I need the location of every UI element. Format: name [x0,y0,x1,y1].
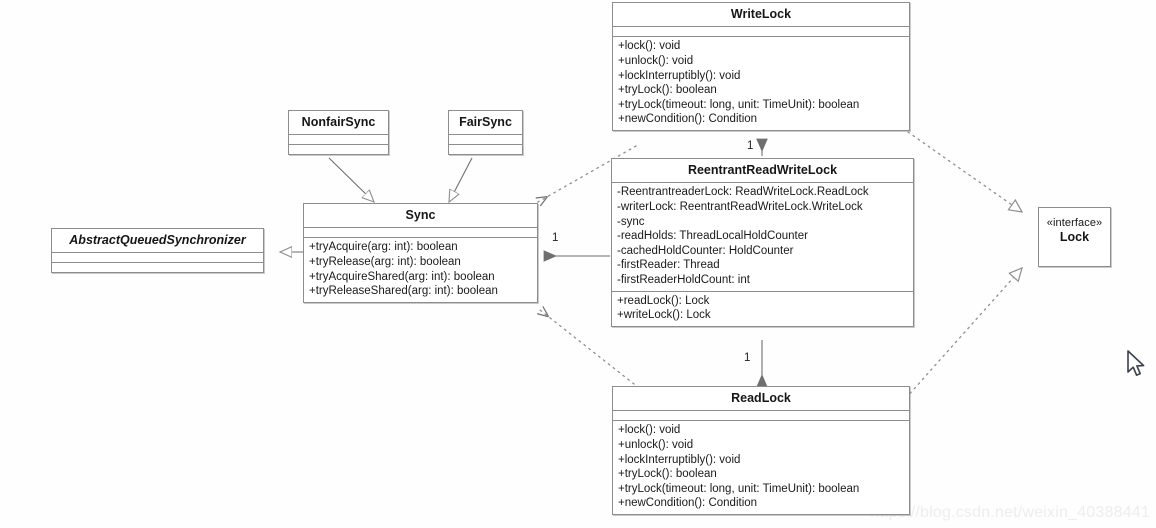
operation-row: +tryReleaseShared(arg: int): boolean [309,285,498,298]
class-attributes-fairsync [449,135,522,146]
class-stereotype-lock: «interface» [1046,217,1103,229]
operation-row: +newCondition(): Condition [618,497,758,510]
class-name-writelock: WriteLock [613,3,909,28]
class-operations-readlock: +lock(): void +unlock(): void +lockInter… [613,421,909,514]
class-name-abstractqueuedsynchronizer: AbstractQueuedSynchronizer [52,229,263,254]
class-box-readlock[interactable]: ReadLock +lock(): void +unlock(): void +… [612,386,910,515]
class-attributes-nonfairsync [289,135,388,146]
edge-label-rrwl-to-writelock: 1 [747,140,754,152]
attribute-row: -firstReader: Thread [617,259,720,272]
class-box-nonfairsync[interactable]: NonfairSync [288,110,389,156]
class-box-fairsync[interactable]: FairSync [448,110,523,156]
operation-row: +tryLock(timeout: long, unit: TimeUnit):… [618,482,860,495]
edge-label-rrwl-to-readlock: 1 [744,352,751,364]
class-name-nonfairsync: NonfairSync [289,111,388,136]
class-operations-writelock: +lock(): void +unlock(): void +lockInter… [613,37,909,130]
class-title-lock: Lock [1059,229,1090,244]
operation-row: +lockInterruptibly(): void [618,69,741,82]
operation-row: +tryLock(): boolean [618,468,717,481]
class-attributes-sync [304,228,537,239]
class-name-sync: Sync [304,204,537,229]
watermark-text: https://blog.csdn.net/weixin_40388441 [870,504,1150,521]
edge-nonfairsync-to-sync [328,157,374,202]
class-operations-sync: +tryAcquire(arg: int): boolean +tryRelea… [304,238,537,301]
class-operations-reentrantreadwritelock: +readLock(): Lock +writeLock(): Lock [612,292,913,326]
class-name-fairsync: FairSync [449,111,522,136]
class-attributes-writelock [613,27,909,38]
attribute-row: -writerLock: ReentrantReadWriteLock.Writ… [617,200,863,213]
attribute-row: -sync [617,215,645,228]
operation-row: +unlock(): void [618,438,694,451]
operation-row: +readLock(): Lock [617,294,710,307]
edge-writelock-to-lock [907,131,1024,213]
class-operations-nonfairsync [289,145,388,154]
edge-label-rrwl-to-sync: 1 [552,232,559,244]
class-box-reentrantreadwritelock[interactable]: ReentrantReadWriteLock -ReentrantreaderL… [611,158,914,327]
class-box-writelock[interactable]: WriteLock +lock(): void +unlock(): void … [612,2,910,131]
edge-readlock-to-lock [905,266,1023,399]
operation-row: +tryAcquire(arg: int): boolean [309,241,458,254]
attribute-row: -cachedHoldCounter: HoldCounter [617,244,794,257]
operation-row: +newCondition(): Condition [618,113,758,126]
class-operations-abstractqueuedsynchronizer [52,263,263,272]
class-box-abstractqueuedsynchronizer[interactable]: AbstractQueuedSynchronizer [51,228,264,274]
mouse-cursor [1127,350,1145,376]
class-name-readlock: ReadLock [613,387,909,412]
attribute-row: -firstReaderHoldCount: int [617,273,750,286]
operation-row: +tryLock(): boolean [618,84,717,97]
class-box-lock[interactable]: «interface» Lock [1038,207,1111,267]
operation-row: +unlock(): void [618,54,694,67]
operation-row: +lock(): void [618,40,681,53]
class-box-sync[interactable]: Sync +tryAcquire(arg: int): boolean +try… [303,203,538,303]
class-attributes-reentrantreadwritelock: -ReentrantreaderLock: ReadWriteLock.Read… [612,183,913,292]
operation-row: +tryLock(timeout: long, unit: TimeUnit):… [618,98,860,111]
class-operations-fairsync [449,145,522,154]
edge-fairsync-to-sync [449,157,473,202]
attribute-row: -ReentrantreaderLock: ReadWriteLock.Read… [617,186,869,199]
operation-row: +tryRelease(arg: int): boolean [309,255,461,268]
operation-row: +lockInterruptibly(): void [618,453,741,466]
class-name-reentrantreadwritelock: ReentrantReadWriteLock [612,159,913,184]
class-attributes-readlock [613,411,909,422]
operation-row: +writeLock(): Lock [617,309,711,322]
operation-row: +tryAcquireShared(arg: int): boolean [309,270,495,283]
class-name-lock: «interface» Lock [1039,208,1110,249]
operation-row: +lock(): void [618,424,681,437]
attribute-row: -readHolds: ThreadLocalHoldCounter [617,230,808,243]
class-attributes-abstractqueuedsynchronizer [52,253,263,264]
